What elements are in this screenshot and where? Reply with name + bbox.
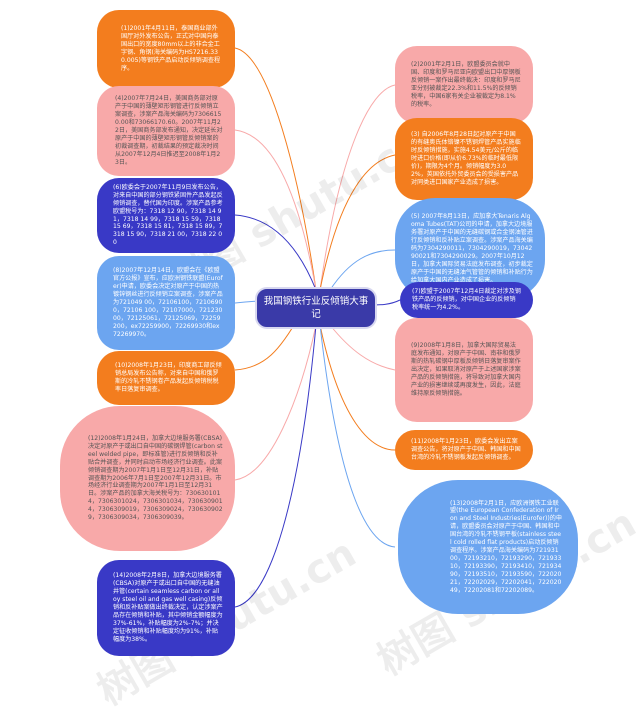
- link-13: [319, 324, 396, 548]
- node-text: (14)2008年2月8日，加拿大边境服务署(CBSA)对原产于或出口自中国的无…: [113, 572, 223, 643]
- node-text: (6)欧委会于2007年11月9日发布公告，对来自中国的部分钢铁紧固件产品发起反…: [113, 183, 223, 247]
- link-1: [234, 47, 317, 291]
- link-12: [234, 324, 317, 481]
- link-14: [234, 324, 317, 608]
- node-6[interactable]: (6)欧委会于2007年11月9日发布公告，对来自中国的部分钢铁紧固件产品发起反…: [97, 178, 235, 253]
- node-text: (9)2008年1月8日，加拿大国际贸易法庭发布通知，对原产于中国、南非和俄罗斯…: [411, 342, 521, 397]
- connector-lines: [234, 47, 401, 608]
- node-3[interactable]: (3) 自2006年8月28日起对原产于中国的有缝奥氏体铬镍不锈钢焊管产品实施临…: [395, 118, 533, 200]
- node-2[interactable]: (2)2001年2月1日，欧盟委员会就中国、印度和罗马尼亚向欧盟出口中厚钢板反倾…: [395, 46, 533, 124]
- node-12[interactable]: (12)2008年1月24日，加拿大边境服务署(CBSA)决定对原产于或出口自中…: [60, 406, 235, 551]
- node-13[interactable]: (13)2008年2月1日，应欧洲钢铁工业联盟(the European Con…: [398, 480, 578, 614]
- node-14[interactable]: (14)2008年2月8日，加拿大边境服务署(CBSA)对原产于或出口自中国的无…: [97, 560, 235, 656]
- link-2: [319, 84, 396, 291]
- node-text: (2)2001年2月1日，欧盟委员会就中国、印度和罗马尼亚向欧盟出口中厚钢板反倾…: [411, 61, 521, 108]
- node-text: (3) 自2006年8月28日起对原产于中国的有缝奥氏体铬镍不锈钢焊管产品实施临…: [411, 131, 521, 186]
- node-text: (10)2008年1月23日，印度商工部反倾销总局发布公告称，对来自中国和俄罗斯…: [115, 362, 222, 393]
- node-text: (5) 2007年8月13日，应加拿大Tenaris Algoma Tubes(…: [411, 213, 533, 284]
- node-9[interactable]: (9)2008年1月8日，加拿大国际贸易法庭发布通知，对原产于中国、南非和俄罗斯…: [395, 318, 533, 422]
- link-5: [329, 249, 396, 291]
- node-8[interactable]: (8)2007年12月14日，欧盟会在《欧盟官方公报》宣布，应欧洲钢铁联盟(Eu…: [97, 256, 235, 350]
- link-4: [234, 129, 317, 291]
- node-text: (7)欧盟于2007年12月4日裁定对涉及钢铁产品的反倾销，对中国企业的反倾销税…: [412, 288, 521, 311]
- central-topic[interactable]: 我国钢铁行业反倾销大事记: [255, 287, 377, 329]
- node-text: (13)2008年2月1日，应欧洲钢铁工业联盟(the European Con…: [450, 499, 562, 594]
- link-9: [329, 324, 396, 371]
- node-text: (1)2001年4月11日，泰国商业部外国厅对外发布公告，正式对中国向泰国出口的…: [121, 25, 221, 72]
- link-11: [319, 324, 396, 451]
- node-text: (8)2007年12月14日，欧盟会在《欧盟官方公报》宣布，应欧洲钢铁联盟(Eu…: [113, 267, 223, 338]
- node-4[interactable]: (4)2007年7月24日，美国商务部对原产于中国的薄壁矩形钢管进行反倾销立案调…: [97, 86, 235, 176]
- node-text: (12)2008年1月24日，加拿大边境服务署(CBSA)决定对原产于或出口自中…: [88, 435, 223, 522]
- node-10[interactable]: (10)2008年1月23日，印度商工部反倾销总局发布公告称，对来自中国和俄罗斯…: [97, 351, 235, 405]
- node-text: (11)2008年1月23日，欧委会发出立案调查公告，将对原产于中国、韩国和中国…: [411, 438, 521, 461]
- node-11[interactable]: (11)2008年1月23日，欧委会发出立案调查公告，将对原产于中国、韩国和中国…: [395, 430, 533, 470]
- node-text: (4)2007年7月24日，美国商务部对原产于中国的薄壁矩形钢管进行反倾销立案调…: [115, 95, 223, 166]
- link-3: [319, 154, 396, 291]
- node-1[interactable]: (1)2001年4月11日，泰国商业部外国厅对外发布公告，正式对中国向泰国出口的…: [97, 10, 235, 88]
- link-6: [234, 214, 317, 291]
- node-7[interactable]: (7)欧盟于2007年12月4日裁定对涉及钢铁产品的反倾销，对中国企业的反倾销税…: [400, 282, 533, 318]
